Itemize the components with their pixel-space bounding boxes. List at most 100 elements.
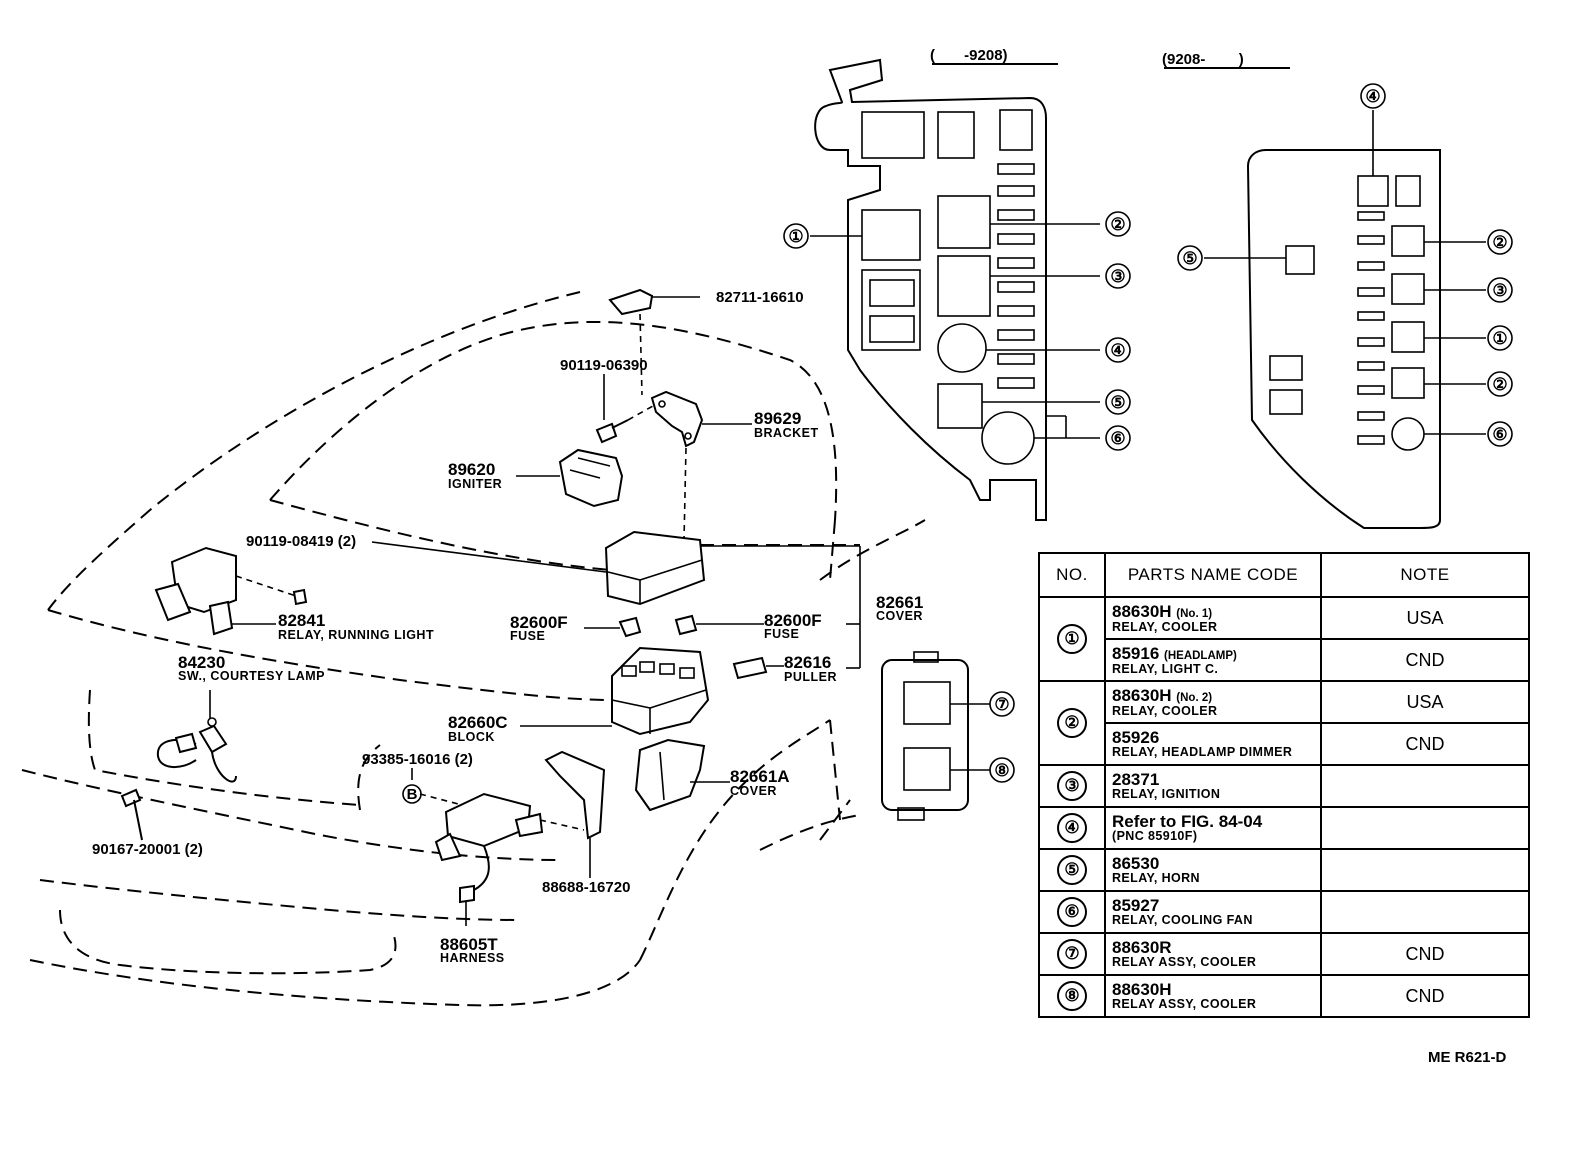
table-row: ① 88630H (No. 1)RELAY, COOLER USA: [1038, 596, 1530, 682]
part-name: RELAY, COOLING FAN: [1112, 913, 1253, 928]
label-89620: 89620: [448, 460, 495, 479]
row-no-cell: ①: [1038, 596, 1106, 682]
desc-82600F-left: FUSE: [510, 629, 545, 643]
row-number: ①: [1057, 624, 1087, 654]
label-88688: 88688-16720: [542, 879, 630, 896]
desc-88605T: HARNESS: [440, 951, 505, 965]
row-no-cell: ②: [1038, 680, 1106, 766]
desc-82661: COVER: [876, 609, 923, 623]
part-code: 88630H: [1112, 602, 1172, 621]
desc-82661A: COVER: [730, 784, 777, 798]
label-90119-06390: 90119-06390: [560, 357, 648, 374]
note-cell: CND: [1320, 974, 1530, 1018]
label-89629: 89629: [754, 409, 801, 428]
part-sub: (HEADLAMP): [1164, 650, 1237, 662]
bolt-90119-06390: [595, 374, 661, 444]
row-number: ⑦: [1057, 939, 1087, 969]
figure-code: ME R621-D: [1428, 1049, 1507, 1066]
part-code: 28371: [1112, 770, 1160, 790]
part-code: 85916: [1112, 644, 1160, 663]
row-no-cell: ③: [1038, 764, 1106, 808]
label-93385: 93385-16016 (2): [362, 751, 473, 768]
clip-82711: [608, 288, 700, 396]
part-labels: 82711-16610 90119-06390 89629 BRACKET 89…: [92, 289, 923, 965]
header-range-right: (9208- ): [1162, 51, 1244, 68]
table-row: ④ Refer to FIG. 84-04(PNC 85910F): [1038, 806, 1530, 850]
part-code: Refer to FIG. 84-04: [1112, 812, 1263, 832]
callout-7: ⑦: [994, 695, 1009, 714]
callout-1: ①: [1492, 329, 1507, 348]
callout-5: ⑤: [1110, 393, 1125, 412]
part-code: 88630R: [1112, 938, 1172, 958]
cover-82661A: [634, 738, 730, 812]
desc-82600F-right: FUSE: [764, 627, 799, 641]
table-row: ② 88630H (No. 2)RELAY, COOLER USA: [1038, 680, 1530, 766]
part-name: RELAY ASSY, COOLER: [1112, 997, 1257, 1012]
header-no: NO.: [1038, 552, 1106, 598]
row-number: ④: [1057, 813, 1087, 843]
row-number: ⑤: [1057, 855, 1087, 885]
right-block-callouts: ④ ⑤ ② ③ ① ② ⑥: [1177, 83, 1513, 447]
label-90167: 90167-20001 (2): [92, 841, 203, 858]
part-code: 88630H: [1112, 980, 1172, 1000]
relay-82841: [154, 546, 308, 636]
callout-1: ①: [788, 227, 803, 246]
row-number: ②: [1057, 708, 1087, 738]
part-name: RELAY, HORN: [1112, 871, 1200, 886]
desc-82660C: BLOCK: [448, 730, 495, 744]
note-cell: [1320, 806, 1530, 850]
callout-4: ④: [1110, 341, 1125, 360]
label-84230: 84230: [178, 653, 225, 672]
callout-5: ⑤: [1182, 249, 1197, 268]
note-cell: [1320, 848, 1530, 892]
fuse-box-cover: [371, 530, 706, 606]
label-B: B: [407, 786, 418, 803]
label-82616: 82616: [784, 653, 831, 672]
header-note: NOTE: [1320, 552, 1530, 598]
note-cell: CND: [1320, 932, 1530, 976]
callout-8: ⑧: [994, 761, 1009, 780]
note-cell: USA: [1320, 680, 1530, 724]
label-82661A: 82661A: [730, 767, 790, 786]
label-82600F-left: 82600F: [510, 613, 568, 632]
left-block-callouts: ① ② ③ ④ ⑤ ⑥: [783, 211, 1131, 451]
callout-3: ③: [1110, 267, 1125, 286]
label-82841: 82841: [278, 611, 325, 630]
row-no-cell: ⑥: [1038, 890, 1106, 934]
desc-82841: RELAY, RUNNING LIGHT: [278, 628, 434, 642]
igniter-89620: [516, 448, 624, 508]
part-sub: (No. 1): [1176, 608, 1213, 620]
row-no-cell: ⑧: [1038, 974, 1106, 1018]
parts-cell: 88630H (No. 1)RELAY, COOLER: [1104, 596, 1322, 640]
label-82660C: 82660C: [448, 713, 508, 732]
small-box-callouts: ⑦ ⑧: [989, 691, 1015, 783]
note-cell: USA: [1320, 596, 1530, 640]
part-name: RELAY, IGNITION: [1112, 787, 1221, 802]
part-code: 85927: [1112, 896, 1160, 916]
desc-82616: PULLER: [784, 670, 837, 684]
callout-2: ②: [1492, 233, 1507, 252]
desc-89620: IGNITER: [448, 477, 502, 491]
relay-block-early: [810, 58, 1100, 521]
part-name: RELAY ASSY, COOLER: [1112, 955, 1257, 970]
desc-84230: SW., COURTESY LAMP: [178, 669, 325, 683]
header-range-left: ( -9208): [930, 47, 1008, 64]
callout-3: ③: [1492, 281, 1507, 300]
part-code: 88630H: [1112, 686, 1172, 705]
part-name: RELAY, COOLER: [1112, 703, 1218, 718]
switch-84230: [156, 690, 237, 783]
relay-box-small: [881, 651, 990, 821]
part-name: RELAY, COOLER: [1112, 619, 1218, 634]
part-sub: (No. 2): [1176, 692, 1213, 704]
desc-89629: BRACKET: [754, 426, 819, 440]
